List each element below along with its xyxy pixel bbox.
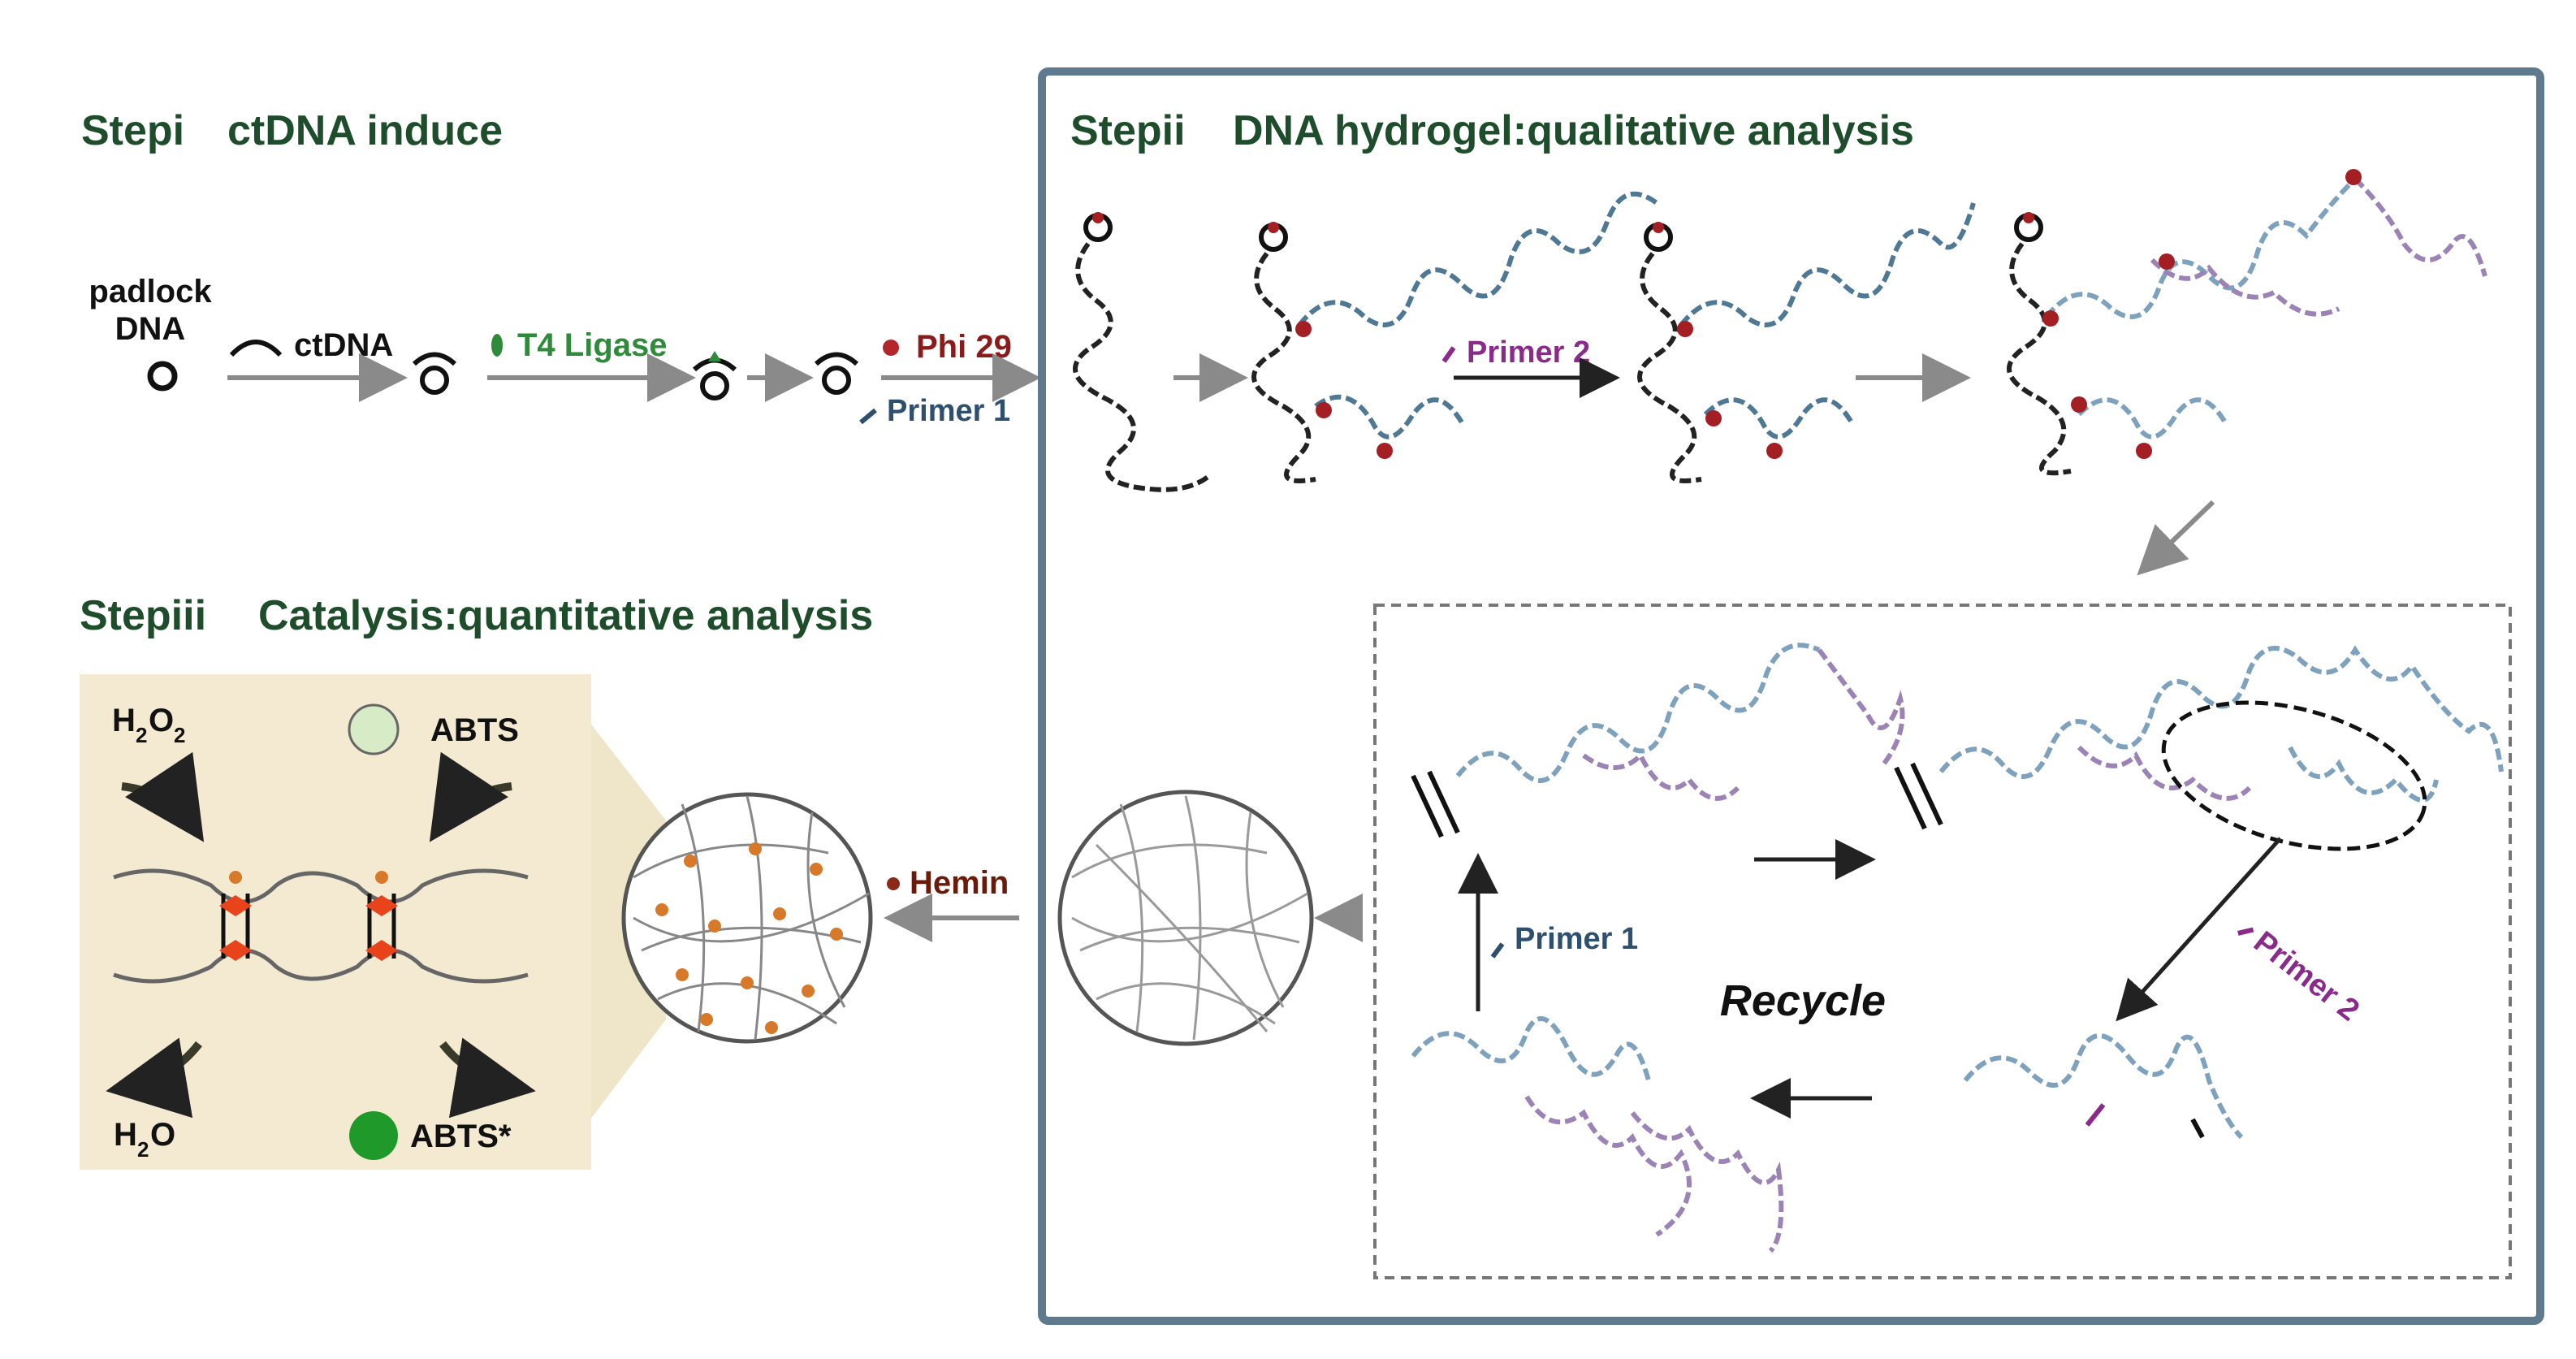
arrow-10 (2116, 837, 2282, 1022)
rca-product-1 (1073, 212, 1212, 492)
abts-icon (348, 703, 400, 755)
svg-text:2: 2 (136, 723, 147, 747)
step2-title: DNA hydrogel:qualitative analysis (1233, 107, 1914, 154)
catalysis-panel (80, 674, 591, 1170)
curved-arrow-br (439, 1037, 536, 1119)
step3-title: Catalysis:quantitative analysis (258, 592, 873, 639)
step2-label: Stepii (1070, 107, 1186, 154)
circular-template-icon (814, 352, 859, 395)
recycle-label: Recycle (1720, 976, 1886, 1025)
hemin-label: Hemin (910, 865, 1009, 901)
recycle-strands-top-right (1894, 645, 2504, 851)
padlock-dna-label: DNA (115, 311, 186, 347)
ctdna-label: ctDNA (294, 327, 393, 363)
hemin-icon (887, 877, 900, 890)
svg-text:H: H (112, 703, 136, 738)
primer2-label-diagonal: Primer 2 (2247, 925, 2366, 1028)
primer1-icon (859, 408, 877, 425)
hybrid-icon (412, 352, 457, 395)
rca-product-4 (2007, 169, 2487, 476)
primer1-label: Primer 1 (887, 394, 1010, 428)
curved-arrow-tl (121, 751, 205, 842)
svg-text:O: O (149, 703, 174, 738)
ctdna-icon (229, 340, 283, 357)
t4-ligase-icon (491, 334, 503, 357)
primer2-label-top: Primer 2 (1467, 335, 1590, 370)
recycle-box (1373, 604, 2512, 1279)
ligated-icon (692, 351, 737, 400)
recycle-strands-bottom-right (1963, 1033, 2244, 1140)
svg-text:2: 2 (137, 1137, 149, 1162)
padlock-label: padlock (89, 274, 212, 309)
svg-text:H: H (114, 1117, 137, 1153)
hemin-markers (219, 871, 398, 961)
abts-label: ABTS (430, 712, 519, 748)
rca-product-3 (1637, 202, 1976, 483)
phi29-icon (883, 340, 899, 356)
hydrogel-network (1057, 790, 1314, 1046)
t4-ligase-label: T4 Ligase (517, 327, 668, 363)
curved-arrow-bl (106, 1037, 202, 1119)
phi29-label: Phi 29 (916, 329, 1012, 365)
svg-text:2: 2 (174, 723, 185, 747)
padlock-dna-icon (147, 361, 178, 392)
abts-oxidized-icon (349, 1111, 398, 1160)
highlight-ellipse (2161, 700, 2427, 851)
h2o2-label: H 2 O 2 (112, 703, 185, 747)
recycle-strands-top-left (1411, 643, 1905, 838)
step1-title: ctDNA induce (227, 107, 503, 154)
step2-frame (1038, 67, 2544, 1325)
h2o-label: H 2 O (114, 1117, 175, 1162)
curved-arrow-tr (429, 751, 512, 842)
step3-label: Stepiii (80, 592, 206, 639)
primer2-diagonal: Primer 2 (2237, 925, 2366, 1028)
arrow-8 (2137, 500, 2215, 576)
primer1-icon-recycle (1490, 942, 1505, 959)
primer1-label-recycle: Primer 1 (1515, 922, 1638, 956)
abts-star-label: ABTS* (410, 1119, 512, 1154)
g-quadruplex-structure (113, 868, 529, 984)
hemin-hydrogel (621, 792, 873, 1044)
primer2-icon-top (1441, 346, 1456, 363)
step1-section: Stepi ctDNA induce padlock DNA ctDNA T4 … (81, 107, 1041, 428)
recycle-strands-bottom-left (1411, 1016, 1784, 1253)
svg-text:O: O (150, 1117, 175, 1153)
rca-product-2 (1251, 191, 1658, 483)
step1-label: Stepi (81, 107, 184, 154)
